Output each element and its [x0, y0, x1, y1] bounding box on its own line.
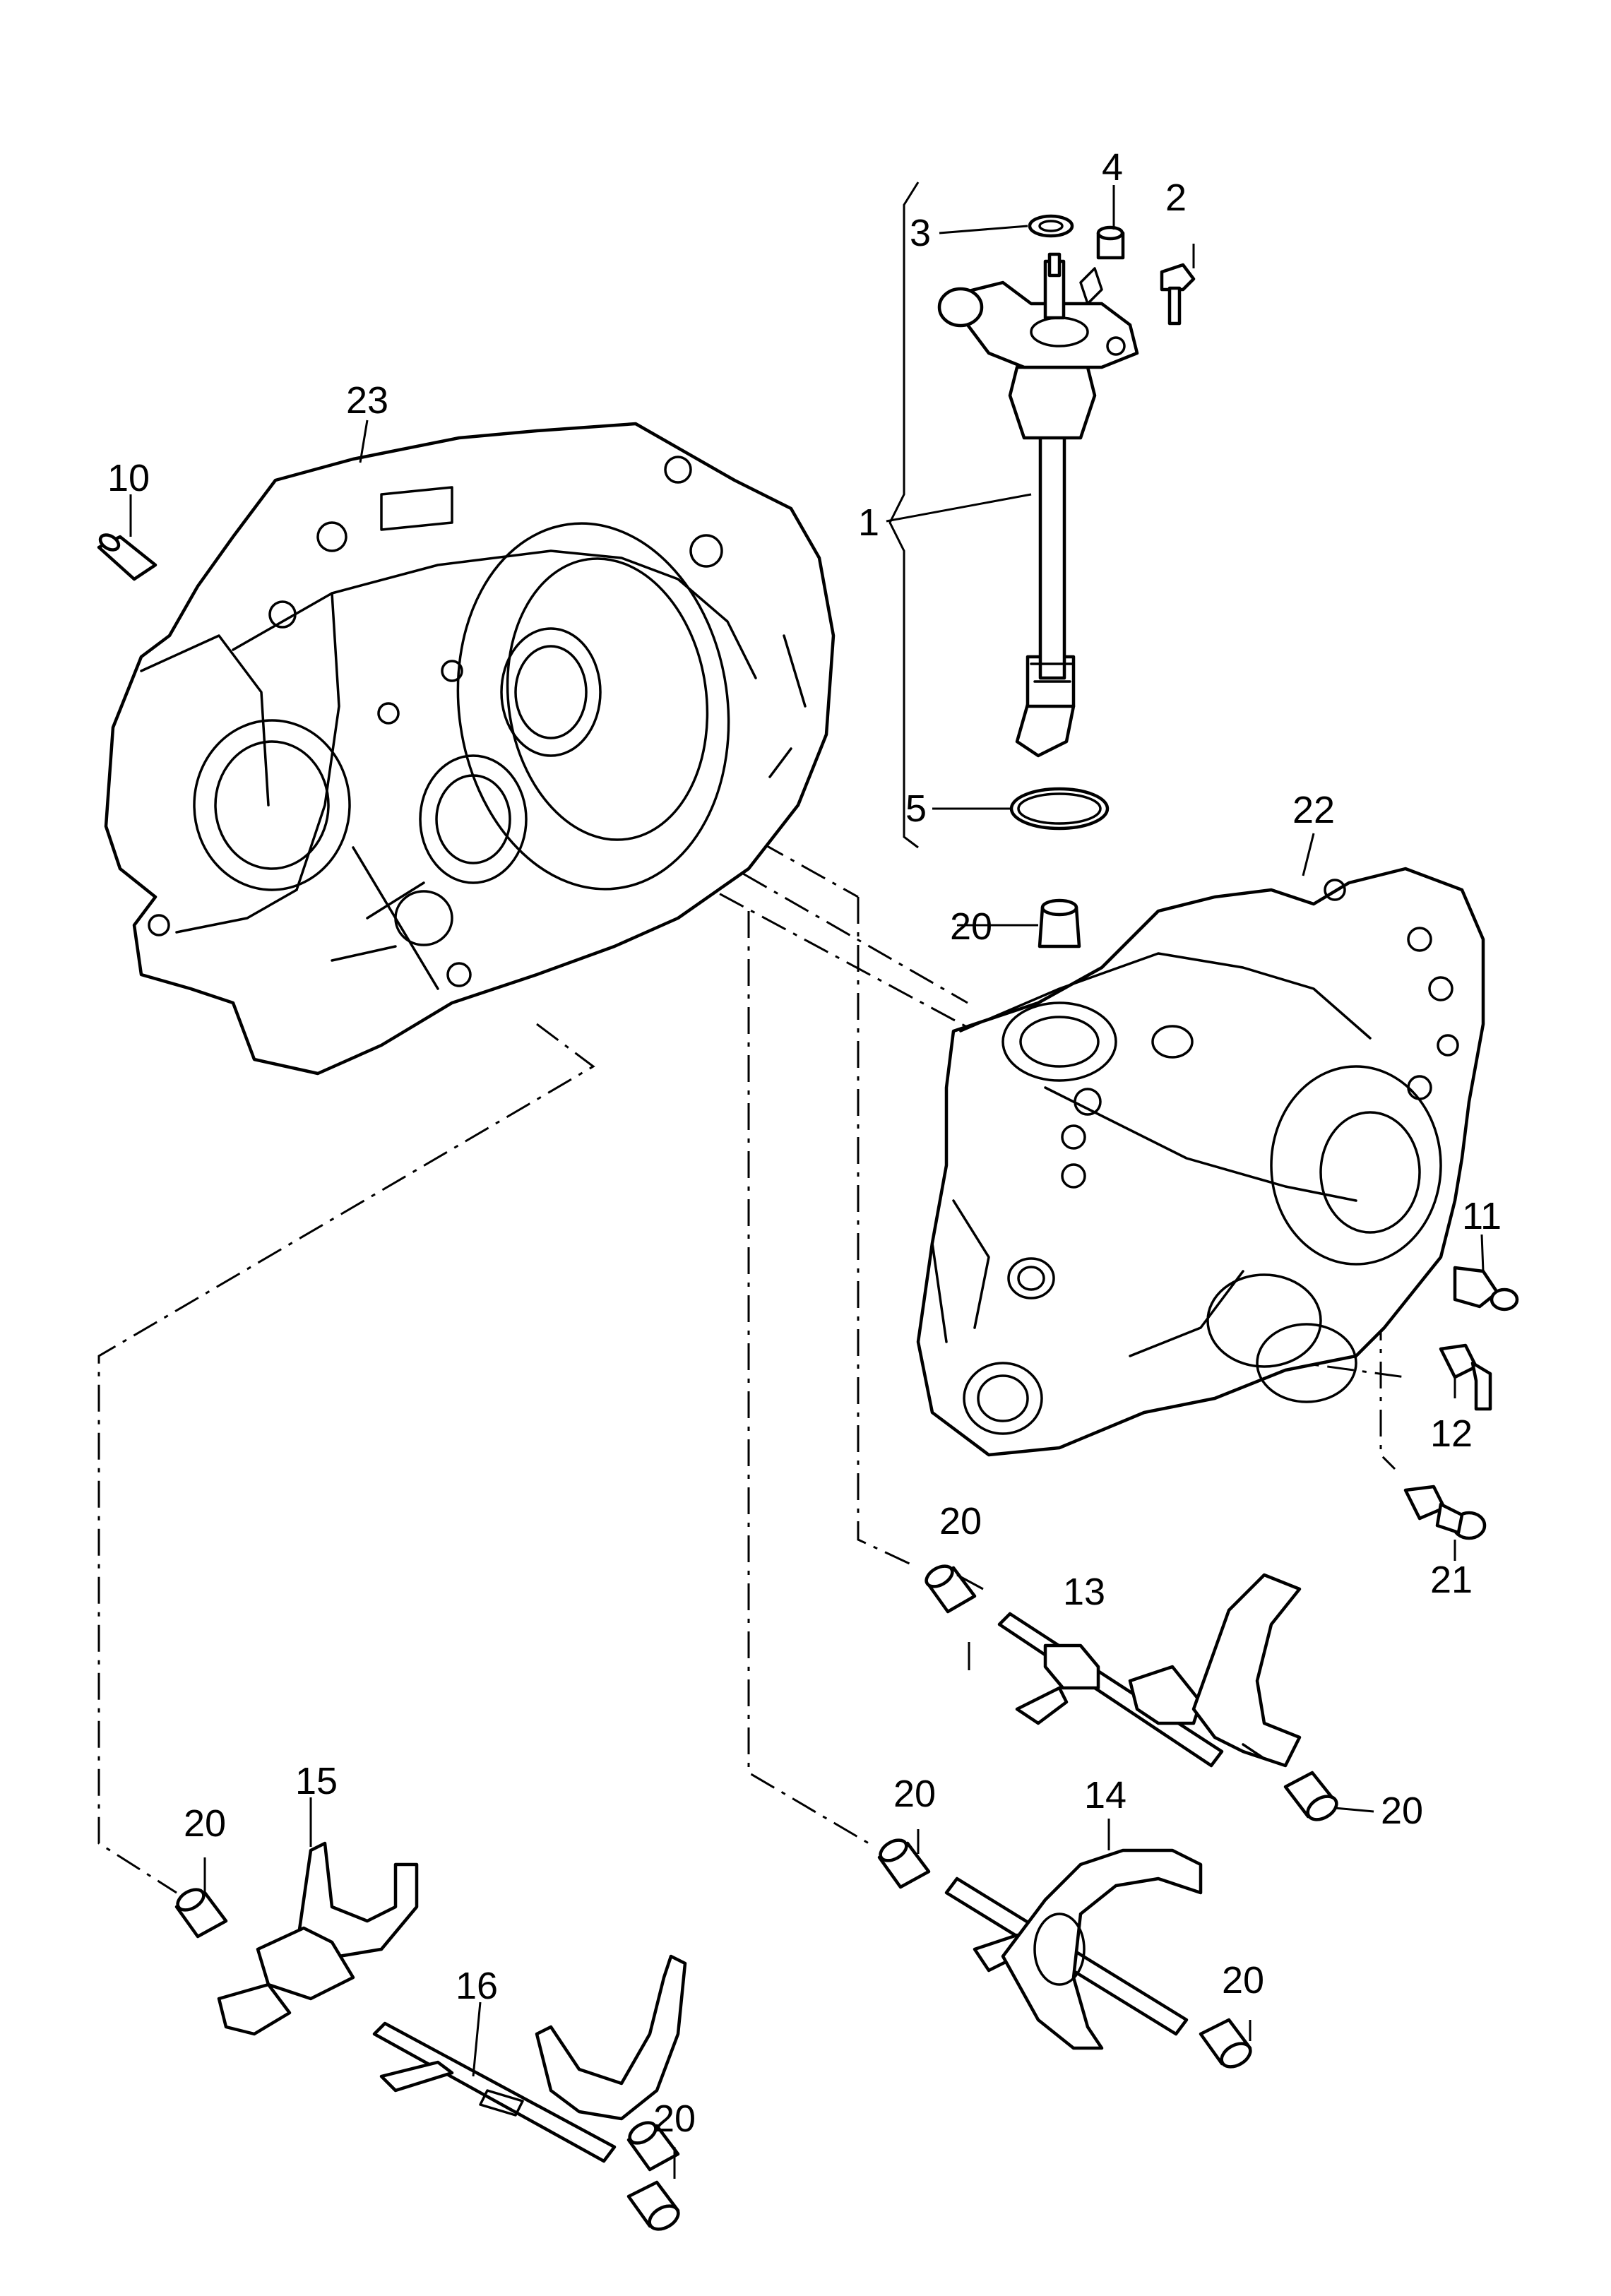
callout-20-c[interactable]: 20	[1381, 1790, 1423, 1832]
callout-2[interactable]: 2	[1165, 177, 1187, 219]
seal-3[interactable]	[1028, 214, 1074, 238]
bushing-20-a[interactable]	[1038, 898, 1081, 948]
bushing-4[interactable]	[1096, 225, 1125, 260]
callout-20-f[interactable]: 20	[184, 1802, 226, 1845]
callout-16[interactable]: 16	[456, 1965, 498, 2007]
switch-21[interactable]	[1403, 1485, 1487, 1540]
callout-labels: 1 2 3 4 5 10 11 12 13 14 15 16 20 20 20 …	[107, 146, 1502, 2140]
bushing-20-d[interactable]	[877, 1836, 931, 1889]
callout-20-a[interactable]: 20	[950, 905, 992, 948]
gearbox-housing-22[interactable]	[916, 867, 1485, 1457]
group-bracket	[888, 182, 920, 849]
callout-14[interactable]: 14	[1084, 1774, 1126, 1816]
callout-20-b[interactable]: 20	[939, 1500, 982, 1542]
gearbox-housing-23[interactable]	[104, 422, 836, 1076]
callout-20-e[interactable]: 20	[1222, 1959, 1264, 2001]
callout-20-g[interactable]: 20	[653, 2098, 696, 2140]
selector-fork-16[interactable]	[372, 1954, 687, 2163]
callout-3[interactable]: 3	[910, 212, 931, 254]
bushing-20-b[interactable]	[923, 1562, 977, 1614]
bolt-2[interactable]	[1160, 263, 1196, 326]
bushing-20-g[interactable]	[626, 2119, 680, 2172]
bushing-20-c[interactable]	[1283, 1771, 1340, 1824]
callout-13[interactable]: 13	[1063, 1571, 1105, 1613]
callout-15[interactable]: 15	[295, 1760, 338, 1802]
o-ring-5[interactable]	[1009, 787, 1110, 831]
sensor-11[interactable]	[1453, 1266, 1519, 1311]
selector-shaft-1[interactable]	[937, 252, 1139, 758]
selector-fork-13[interactable]	[997, 1573, 1302, 1768]
callout-12[interactable]: 12	[1430, 1412, 1473, 1455]
callout-10[interactable]: 10	[107, 457, 150, 499]
callout-1[interactable]: 1	[858, 501, 879, 544]
callout-5[interactable]: 5	[905, 787, 927, 830]
bushing-20-e[interactable]	[1199, 2018, 1254, 2071]
pin-10[interactable]	[97, 532, 157, 581]
bushing-20-h[interactable]	[626, 2180, 682, 2234]
selector-fork-14[interactable]	[944, 1848, 1203, 2050]
callout-4[interactable]: 4	[1102, 146, 1123, 189]
callout-20-d[interactable]: 20	[893, 1773, 936, 1815]
bushing-20-f[interactable]	[174, 1886, 228, 1939]
callout-22[interactable]: 22	[1292, 789, 1335, 831]
selector-fork-15[interactable]	[217, 1841, 419, 2036]
leader-lines	[129, 185, 1485, 2179]
callout-21[interactable]: 21	[1430, 1559, 1473, 1601]
callout-11[interactable]: 11	[1462, 1195, 1502, 1237]
callout-23[interactable]: 23	[346, 379, 388, 422]
switch-12[interactable]	[1439, 1343, 1492, 1411]
